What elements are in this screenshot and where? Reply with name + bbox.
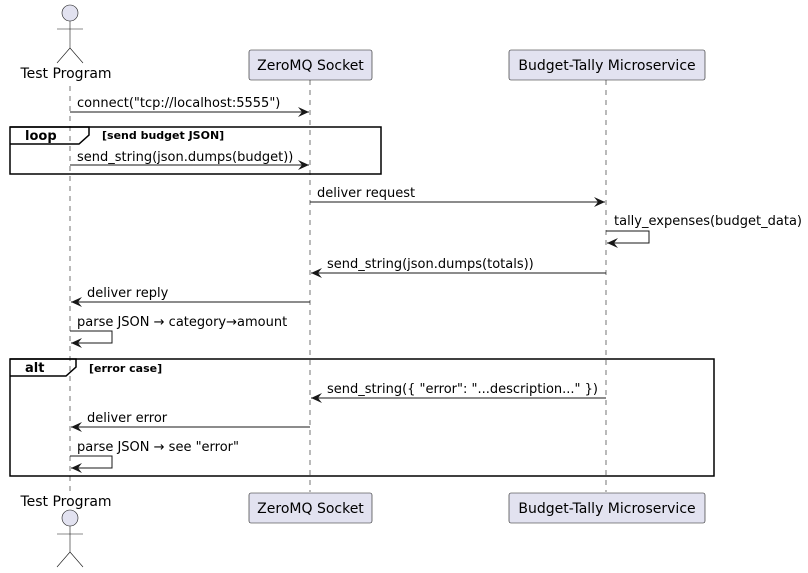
message-parse-json-label: parse JSON → category→amount [77, 315, 287, 330]
loop-keyword: loop [25, 129, 57, 144]
loop-condition: [send budget JSON] [102, 129, 224, 142]
participant-label-socket-top: ZeroMQ Socket [257, 58, 364, 74]
actor-test-program-top: Test Program [19, 4, 112, 82]
participant-zeromq-socket-bottom: ZeroMQ Socket [248, 492, 373, 524]
message-parse-error-label: parse JSON → see "error" [77, 440, 239, 455]
message-tally-expenses-label: tally_expenses(budget_data) [614, 214, 802, 229]
actor-test-program-bottom: Test Program [19, 494, 112, 568]
actor-label-top: Test Program [19, 66, 111, 82]
message-deliver-reply-label: deliver reply [87, 286, 169, 301]
message-connect-label: connect("tcp://localhost:5555") [77, 96, 280, 111]
message-parse-error: parse JSON → see "error" [70, 440, 239, 473]
message-deliver-request-label: deliver request [317, 186, 415, 201]
participant-label-service-top: Budget-Tally Microservice [518, 58, 695, 74]
message-send-budget: send_string(json.dumps(budget)) [70, 150, 309, 170]
message-deliver-error-label: deliver error [87, 411, 168, 426]
message-send-budget-label: send_string(json.dumps(budget)) [77, 150, 293, 165]
participant-zeromq-socket-top: ZeroMQ Socket [248, 49, 373, 81]
message-parse-json: parse JSON → category→amount [70, 315, 287, 348]
actor-head-icon-bottom [61, 509, 79, 527]
message-connect: connect("tcp://localhost:5555") [70, 96, 309, 117]
message-send-error: send_string({ "error": "...description..… [311, 382, 606, 403]
alt-condition: [error case] [89, 362, 162, 375]
participant-budget-tally-bottom: Budget-Tally Microservice [508, 492, 706, 524]
loop-fragment: loop [send budget JSON] [9, 126, 382, 175]
participant-budget-tally-top: Budget-Tally Microservice [508, 49, 706, 81]
message-deliver-reply: deliver reply [71, 286, 310, 307]
alt-fragment: alt [error case] [9, 358, 715, 477]
message-send-error-label: send_string({ "error": "...description..… [327, 382, 598, 397]
participant-label-service-bottom: Budget-Tally Microservice [518, 501, 695, 517]
message-deliver-error: deliver error [71, 411, 310, 432]
actor-label-bottom: Test Program [19, 494, 111, 510]
alt-keyword: alt [25, 361, 44, 376]
message-send-totals: send_string(json.dumps(totals)) [311, 257, 606, 278]
message-tally-expenses: tally_expenses(budget_data) [606, 214, 802, 248]
message-deliver-request: deliver request [310, 186, 605, 207]
participant-label-socket-bottom: ZeroMQ Socket [257, 501, 364, 517]
message-send-totals-label: send_string(json.dumps(totals)) [327, 257, 534, 272]
actor-head-icon [61, 4, 79, 22]
